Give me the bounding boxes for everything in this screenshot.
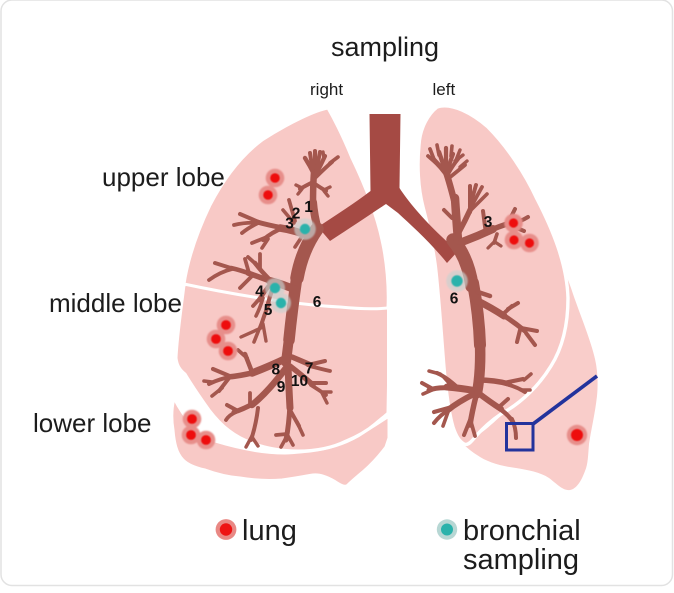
svg-text:10: 10 bbox=[291, 373, 308, 390]
svg-text:left: left bbox=[433, 80, 456, 99]
svg-text:lung: lung bbox=[242, 515, 297, 547]
svg-text:right: right bbox=[310, 80, 343, 99]
svg-text:7: 7 bbox=[305, 361, 314, 378]
svg-text:6: 6 bbox=[313, 294, 322, 311]
svg-text:5: 5 bbox=[264, 302, 273, 319]
svg-text:2: 2 bbox=[292, 206, 301, 223]
svg-text:3: 3 bbox=[484, 214, 493, 231]
svg-text:3: 3 bbox=[285, 216, 294, 233]
svg-text:lower lobe: lower lobe bbox=[33, 408, 152, 438]
svg-text:6: 6 bbox=[450, 291, 459, 308]
svg-text:sampling: sampling bbox=[331, 32, 439, 62]
svg-text:sampling: sampling bbox=[463, 544, 579, 576]
svg-text:upper lobe: upper lobe bbox=[102, 162, 225, 192]
svg-text:9: 9 bbox=[277, 379, 286, 396]
svg-text:middle lobe: middle lobe bbox=[49, 288, 182, 318]
svg-text:1: 1 bbox=[304, 199, 313, 216]
svg-text:4: 4 bbox=[255, 284, 264, 301]
svg-text:bronchial: bronchial bbox=[463, 515, 581, 547]
svg-text:8: 8 bbox=[271, 362, 280, 379]
